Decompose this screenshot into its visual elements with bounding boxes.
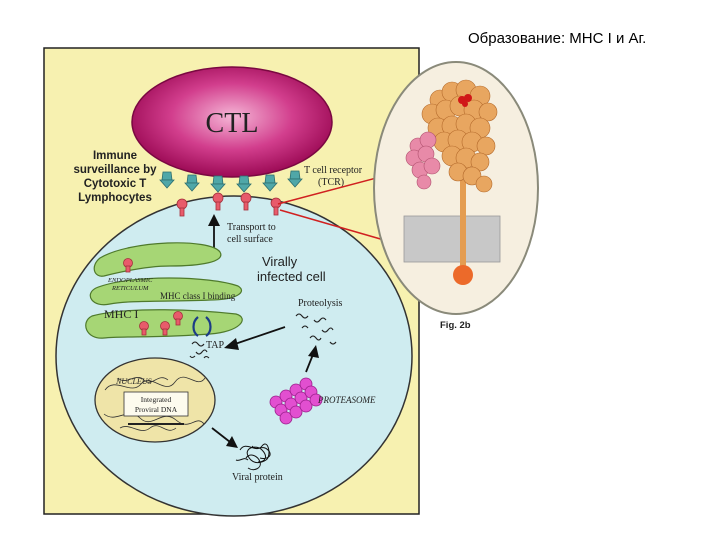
tcr-receptors: [159, 170, 303, 193]
tcr-label: T cell receptor (TCR): [304, 165, 363, 188]
svg-text:Proviral DNA: Proviral DNA: [135, 405, 178, 414]
membrane: [403, 215, 501, 263]
svg-text:Immune: Immune: [93, 150, 137, 162]
proteasome: [269, 377, 323, 425]
svg-text:ENDOPLASMIC: ENDOPLASMIC: [107, 277, 153, 284]
mhc-anchor: [453, 265, 473, 285]
proteasome-label: PROTEASOME: [317, 395, 376, 405]
transport-label: Transport to cell surface: [227, 222, 276, 245]
svg-text:cell surface: cell surface: [227, 234, 273, 245]
figure-label: Fig. 2b: [440, 320, 471, 331]
slide-title: Образование: МНС I и Аг.: [468, 30, 647, 47]
bound-peptide: [458, 94, 472, 107]
mhc-stalk: [460, 180, 466, 270]
surface-mhc: [176, 192, 282, 217]
b2m-structure: [405, 131, 441, 190]
viral-protein-label: Viral protein: [232, 472, 283, 483]
svg-text:Virally: Virally: [262, 254, 298, 269]
mhc-binding-label: MHC class I binding: [160, 291, 236, 301]
proteolysis-arrowhead: [224, 338, 239, 350]
link-line-bottom: [279, 209, 385, 241]
er-label: ENDOPLASMIC RETICULUM: [107, 277, 153, 292]
svg-text:RETICULUM: RETICULUM: [111, 285, 149, 292]
svg-text:Lymphocytes: Lymphocytes: [78, 192, 152, 204]
svg-text:Transport to: Transport to: [227, 222, 276, 233]
translation-arrowhead: [226, 436, 238, 448]
nucleus-chromatin: [103, 376, 206, 431]
svg-text:Integrated: Integrated: [141, 395, 172, 404]
link-line-top: [277, 175, 385, 205]
viral-protein: [235, 443, 271, 471]
ctl-cell: [131, 66, 333, 178]
proteolysis-label: Proteolysis: [298, 298, 343, 309]
svg-text:T cell receptor: T cell receptor: [304, 165, 363, 176]
proteolysis-fragments: [295, 313, 337, 345]
er-mhc-molecules: [123, 258, 183, 336]
nucleus-label: NUCLEUS: [115, 377, 152, 386]
svg-text:(TCR): (TCR): [318, 177, 344, 188]
virally-infected-label: Virally infected cell: [257, 254, 326, 284]
peptides-tap: [189, 341, 210, 359]
proviral-label: Integrated Proviral DNA: [135, 395, 178, 414]
mhc-protein-structure: [421, 79, 498, 193]
svg-text:infected cell: infected cell: [257, 269, 326, 284]
svg-text:Cytotoxic T: Cytotoxic T: [84, 178, 147, 190]
immune-surveillance-label: Immune surveillance by Cytotoxic T Lymph…: [73, 150, 157, 204]
mhc1-label: MHC I: [104, 307, 138, 321]
proteasome-up-arrowhead: [308, 345, 319, 358]
tap-label: TAP: [206, 340, 225, 351]
translation-arrow: [211, 427, 231, 443]
ctl-label: CTL: [206, 108, 259, 139]
proteolysis-arrow: [231, 326, 286, 346]
transport-arrowhead: [208, 214, 220, 226]
proviral-dna-box: [123, 391, 189, 417]
svg-text:surveillance by: surveillance by: [73, 164, 157, 176]
tap-channel: [192, 316, 212, 337]
